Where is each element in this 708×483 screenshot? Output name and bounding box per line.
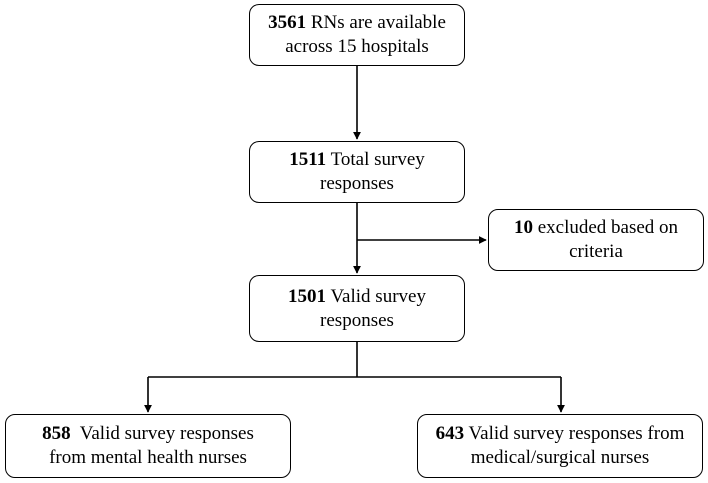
node-valid-line2: responses — [320, 309, 394, 331]
node-available-line1: RNs are available — [306, 12, 446, 33]
node-excluded-text: 10 excluded based on criteria — [514, 216, 678, 264]
node-valid-number: 1501 — [288, 285, 327, 307]
node-mental-text: 858 Valid survey responses from mental h… — [42, 422, 254, 470]
node-total-text: 1511 Total survey responses — [289, 148, 425, 196]
node-mental-line2: from mental health nurses — [49, 447, 247, 468]
node-excluded-line1: excluded based on — [532, 217, 679, 238]
node-medical-line2: medical/surgical nurses — [470, 447, 650, 468]
node-total-number: 1511 — [289, 149, 327, 170]
node-excluded: 10 excluded based on criteria — [488, 209, 704, 271]
node-valid-text: 1501 Valid survey responses — [288, 285, 426, 333]
node-medical-number: 643 — [435, 423, 465, 444]
node-total-line2: responses — [320, 173, 394, 194]
node-medical-surgical: 643 Valid survey responses from medical/… — [417, 414, 703, 478]
node-medical-text: 643 Valid survey responses from medical/… — [436, 422, 685, 470]
node-available-text: 3561 RNs are available across 15 hospita… — [268, 11, 446, 59]
node-valid-line1: Valid survey — [326, 285, 426, 307]
node-available: 3561 RNs are available across 15 hospita… — [249, 4, 465, 66]
node-available-number: 3561 — [268, 12, 307, 33]
node-excluded-line2: criteria — [569, 241, 623, 262]
node-total: 1511 Total survey responses — [249, 141, 465, 203]
node-available-line2: across 15 hospitals — [285, 36, 429, 57]
node-mental-number: 858 — [42, 423, 71, 444]
node-valid: 1501 Valid survey responses — [249, 275, 465, 342]
node-mental-line1: Valid survey responses — [70, 423, 254, 444]
node-medical-line1: Valid survey responses from — [464, 423, 685, 444]
node-mental-health: 858 Valid survey responses from mental h… — [5, 414, 291, 478]
node-total-line1: Total survey — [326, 149, 425, 170]
node-excluded-number: 10 — [513, 217, 533, 238]
